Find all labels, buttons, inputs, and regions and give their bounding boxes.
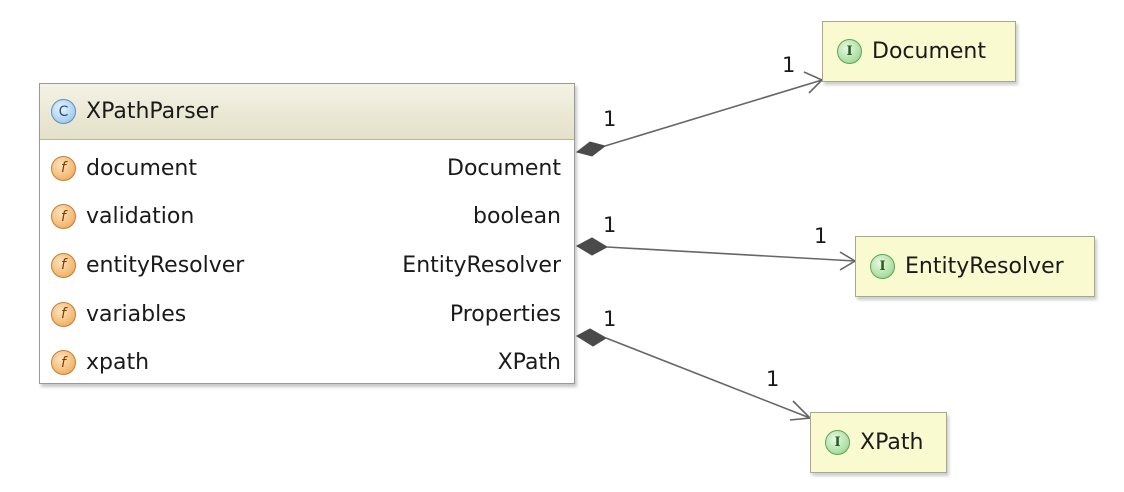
interface-icon: I — [825, 430, 850, 455]
interface-name: XPath — [860, 430, 924, 455]
field-row-xpath[interactable]: f xpath XPath — [40, 338, 574, 387]
association-line-document — [604, 79, 823, 147]
composition-diamond-xpath — [576, 328, 607, 347]
interface-box-entity-resolver[interactable]: I EntityResolver — [855, 236, 1095, 297]
field-name: variables — [86, 301, 187, 327]
field-icon: f — [51, 155, 76, 181]
field-type: XPath — [497, 350, 561, 376]
field-row-document[interactable]: f document Document — [40, 144, 574, 193]
multiplicity-source-xpath: 1 — [603, 307, 617, 331]
multiplicity-target-entity-resolver: 1 — [814, 224, 828, 248]
field-list: f document Document f validation boolean… — [40, 140, 574, 387]
field-row-variables[interactable]: f variables Properties — [40, 290, 574, 339]
field-icon: f — [51, 301, 76, 327]
multiplicity-source-entity-resolver: 1 — [603, 213, 617, 237]
multiplicity-source-document: 1 — [603, 107, 617, 131]
composition-diamond-entity-resolver — [575, 237, 609, 256]
association-line-entity-resolver — [606, 246, 856, 262]
field-icon: f — [51, 252, 76, 278]
field-name: document — [86, 155, 197, 181]
field-icon: f — [51, 350, 76, 376]
field-type: boolean — [473, 204, 561, 230]
field-type: Document — [447, 155, 561, 181]
field-name: entityResolver — [86, 252, 245, 278]
interface-box-xpath[interactable]: I XPath — [810, 412, 947, 473]
field-icon: f — [51, 204, 76, 230]
interface-name: EntityResolver — [905, 254, 1064, 279]
field-row-validation[interactable]: f validation boolean — [40, 193, 574, 242]
class-icon: C — [51, 99, 76, 124]
field-type: Properties — [449, 301, 561, 327]
interface-icon: I — [837, 39, 862, 64]
interface-name: Document — [872, 39, 986, 64]
class-box-xpath-parser[interactable]: C XPathParser f document Document f vali… — [39, 83, 575, 384]
composition-diamond-document — [575, 141, 607, 157]
multiplicity-target-xpath: 1 — [766, 367, 780, 391]
field-type: EntityResolver — [402, 252, 561, 278]
field-name: validation — [86, 204, 195, 230]
field-row-entity-resolver[interactable]: f entityResolver EntityResolver — [40, 241, 574, 290]
class-header: C XPathParser — [40, 84, 574, 140]
class-name: XPathParser — [86, 99, 219, 124]
field-name: xpath — [86, 350, 150, 376]
multiplicity-target-document: 1 — [782, 53, 796, 77]
interface-icon: I — [870, 254, 895, 279]
association-line-xpath — [605, 337, 811, 419]
interface-box-document[interactable]: I Document — [822, 21, 1016, 82]
